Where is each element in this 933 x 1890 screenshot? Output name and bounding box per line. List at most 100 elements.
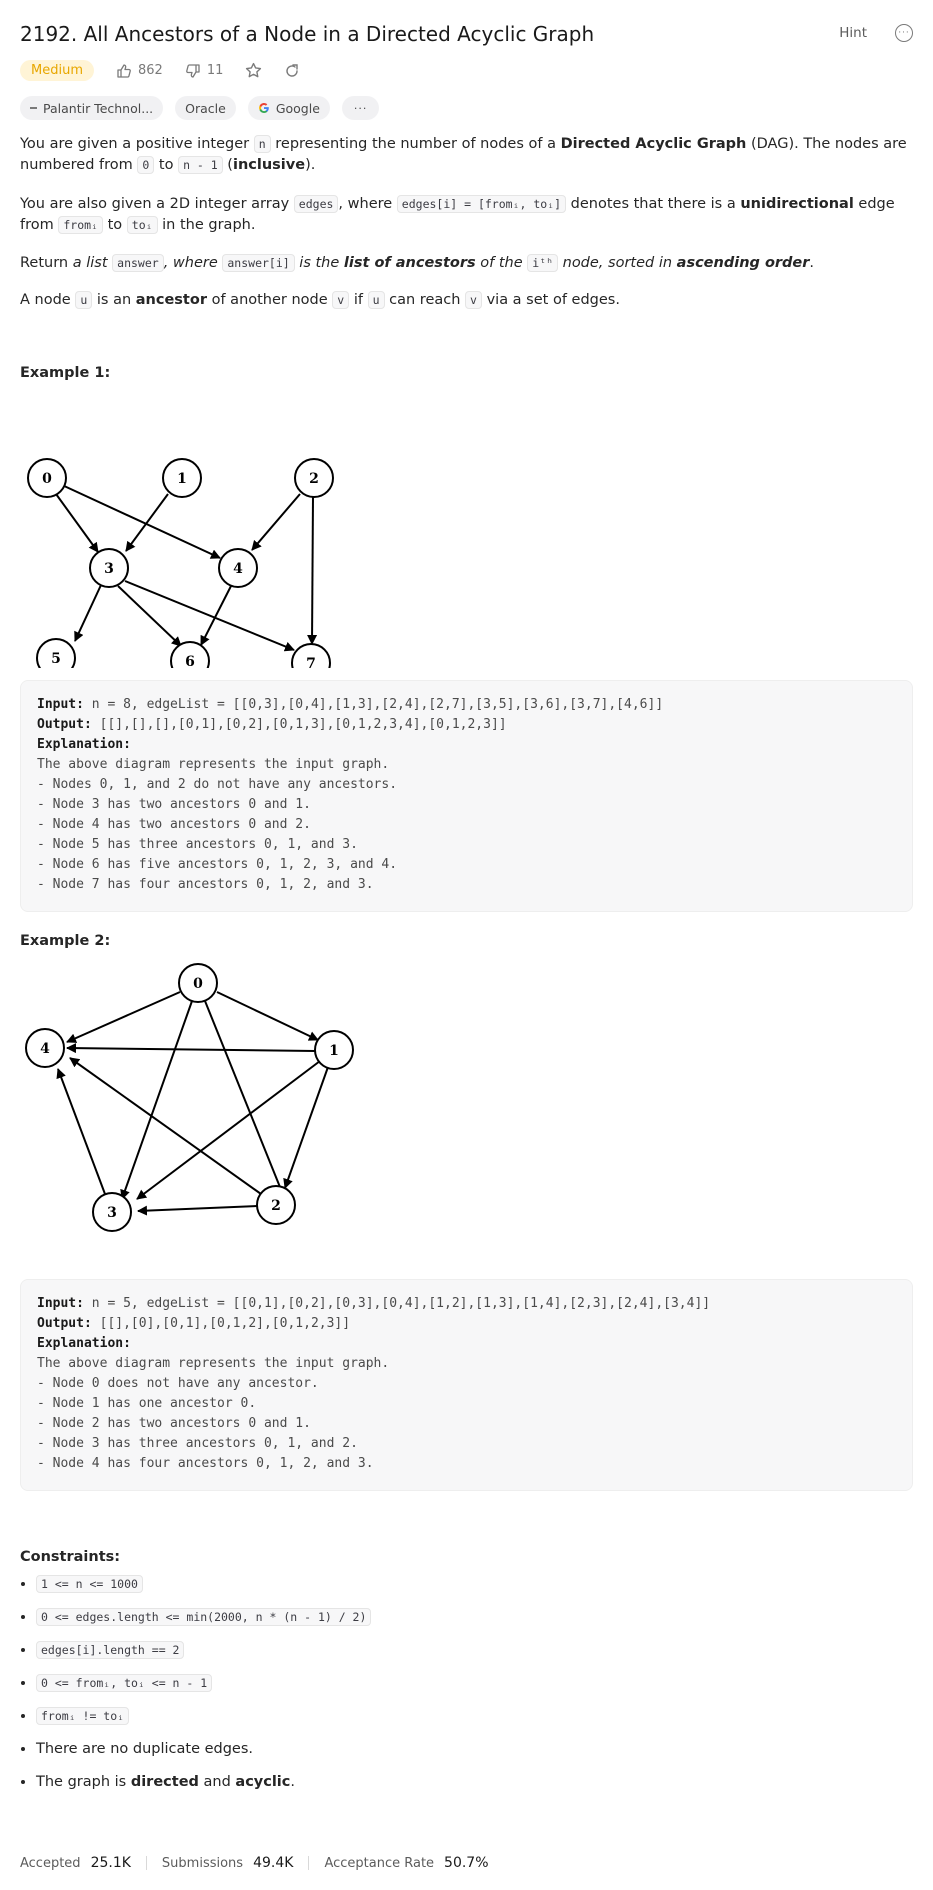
edge (61, 484, 221, 559)
description-paragraph: You are also given a 2D integer array ed… (20, 195, 895, 234)
inline-code: u (75, 291, 93, 309)
node-label: 2 (309, 471, 319, 487)
example-1-graph: 0 1 2 3 4 5 6 7 (27, 458, 334, 668)
edge (204, 1000, 288, 1203)
node-label: 0 (42, 471, 52, 487)
more-options-icon[interactable]: ··· (895, 24, 913, 42)
node-label: 4 (233, 561, 243, 577)
node-label: 3 (104, 561, 114, 577)
google-icon (258, 103, 269, 113)
graph-node (170, 641, 210, 668)
dislike-count: 11 (206, 63, 224, 78)
dislike-button[interactable]: 11 (185, 63, 224, 79)
graph-nodes (25, 963, 354, 1232)
graph-node (256, 1185, 296, 1225)
inline-code: 0 (137, 156, 155, 174)
node-label: 3 (107, 1205, 117, 1221)
tag-label: Google (275, 100, 320, 116)
graph-node (27, 458, 67, 498)
graph-node (218, 548, 258, 588)
header: 2192. All Ancestors of a Node in a Direc… (20, 20, 913, 48)
edge (120, 1000, 193, 1200)
example-2-graph: 0 1 2 3 4 (25, 963, 354, 1232)
difficulty-badge: Medium (20, 60, 94, 81)
inline-code: answer[i] (222, 254, 295, 272)
edge (55, 493, 99, 553)
edge (200, 585, 232, 646)
tag-label: Palantir Technol... (43, 100, 154, 116)
share-icon[interactable] (284, 63, 300, 79)
edge (74, 584, 102, 642)
graph-node (92, 1192, 132, 1232)
accepted-value: 25.1K (90, 1855, 131, 1871)
submissions-label: Submissions (161, 1855, 244, 1871)
constraint-item: The graph is directed and acyclic. (36, 1772, 371, 1792)
edge (125, 493, 169, 552)
thumbs-up-icon (117, 63, 131, 78)
edge (69, 1057, 262, 1195)
inline-code: toᵢ (126, 216, 158, 234)
node-label: 0 (193, 976, 203, 992)
edge (66, 991, 181, 1043)
example-1-code: Input: n = 8, edgeList = [[0,3],[0,4],[1… (20, 680, 913, 912)
edge (56, 1068, 106, 1195)
divider (308, 1856, 310, 1870)
example-1-title: Example 1: (20, 365, 111, 381)
node-label: 4 (40, 1041, 50, 1057)
graph-node (294, 458, 334, 498)
tag-label: Oracle (185, 100, 226, 116)
constraint-item: fromᵢ != toᵢ (36, 1706, 371, 1726)
constraints-title: Constraints: (20, 1549, 121, 1565)
inline-code: edges[i] = [fromᵢ, toᵢ] (396, 195, 567, 213)
edge (124, 580, 295, 652)
tag-palantir[interactable]: Palantir Technol... (20, 96, 164, 120)
edge (251, 493, 301, 551)
edge (307, 495, 318, 645)
meta-row: Medium 862 11 (20, 60, 300, 81)
node-label: 2 (271, 1198, 281, 1214)
graph-node (162, 458, 202, 498)
acceptance-rate-label: Acceptance Rate (324, 1855, 435, 1871)
stats-footer: Accepted 25.1K Submissions 49.4K Accepta… (20, 1855, 489, 1871)
thumbs-down-icon (185, 63, 200, 78)
inline-code: v (332, 291, 350, 309)
graph-edges (56, 991, 329, 1216)
ellipsis-icon: ··· (353, 101, 368, 115)
like-button[interactable]: 862 (116, 63, 163, 79)
acceptance-rate-value: 50.7% (444, 1855, 489, 1871)
tag-google[interactable]: Google (247, 96, 330, 120)
company-tags: Palantir Technol... Oracle Google ··· (20, 96, 380, 120)
edge (216, 991, 319, 1041)
example-2-code: Input: n = 5, edgeList = [[0,1],[0,2],[0… (20, 1279, 913, 1491)
problem-title: 2192. All Ancestors of a Node in a Direc… (20, 22, 595, 46)
node-label: 1 (177, 471, 187, 487)
more-tags-button[interactable]: ··· (341, 96, 380, 120)
edge (117, 585, 182, 647)
inline-code: n - 1 (178, 156, 223, 174)
star-icon[interactable] (245, 62, 262, 79)
node-label: 7 (306, 656, 316, 668)
constraint-item: edges[i].length == 2 (36, 1640, 371, 1660)
hint-button[interactable]: Hint (839, 25, 867, 41)
constraint-item: 0 <= edges.length <= min(2000, n * (n - … (36, 1607, 372, 1627)
tag-oracle[interactable]: Oracle (175, 96, 236, 120)
inline-code: fromᵢ (58, 216, 103, 234)
accepted-label: Accepted (20, 1855, 81, 1871)
description-paragraph: You are given a positive integer n repre… (20, 135, 907, 174)
divider (145, 1856, 147, 1870)
node-label: 5 (51, 651, 61, 667)
graph-node (89, 548, 129, 588)
constraint-item: There are no duplicate edges. (36, 1739, 371, 1759)
graph-node (178, 963, 218, 1003)
description-paragraph: A node u is an ancestor of another node … (20, 291, 620, 309)
inline-code: answer (112, 254, 164, 272)
company-logo-icon (30, 107, 37, 109)
inline-code: v (465, 291, 482, 309)
edge (66, 1043, 316, 1054)
node-label: 6 (185, 654, 195, 668)
graph-node (36, 638, 76, 668)
inline-code: edges (293, 195, 339, 213)
header-actions: Hint ··· (839, 24, 913, 42)
like-count: 862 (137, 63, 163, 78)
